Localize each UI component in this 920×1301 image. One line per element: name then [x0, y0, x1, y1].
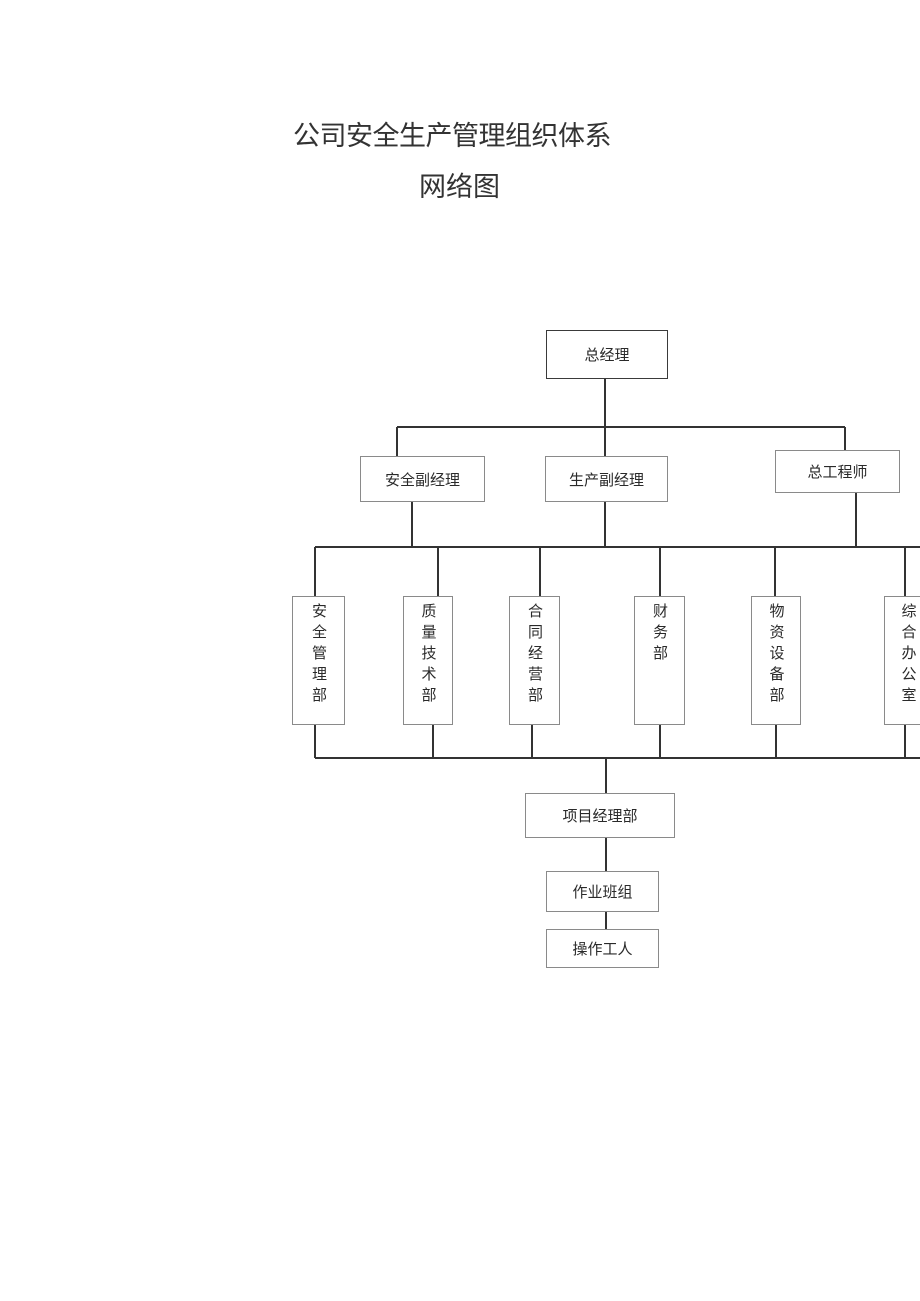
- node-project-manager-dept: 项目经理部: [525, 793, 675, 838]
- node-operators: 操作工人: [546, 929, 659, 968]
- diagram-subtitle: 网络图: [419, 172, 500, 203]
- node-chief-engineer: 总工程师: [775, 450, 900, 493]
- node-materials-equipment-dept: 物资设备部: [751, 596, 801, 725]
- node-finance-dept: 财务部: [634, 596, 685, 725]
- node-general-manager: 总经理: [546, 330, 668, 379]
- node-production-deputy-manager: 生产副经理: [545, 456, 668, 502]
- node-contract-business-dept: 合同经营部: [509, 596, 560, 725]
- node-safety-management-dept: 安全管理部: [292, 596, 345, 725]
- node-work-team: 作业班组: [546, 871, 659, 912]
- diagram-title: 公司安全生产管理组织体系: [293, 121, 612, 152]
- node-general-office: 综合办公室: [884, 596, 920, 725]
- node-safety-deputy-manager: 安全副经理: [360, 456, 485, 502]
- node-quality-technology-dept: 质量技术部: [403, 596, 453, 725]
